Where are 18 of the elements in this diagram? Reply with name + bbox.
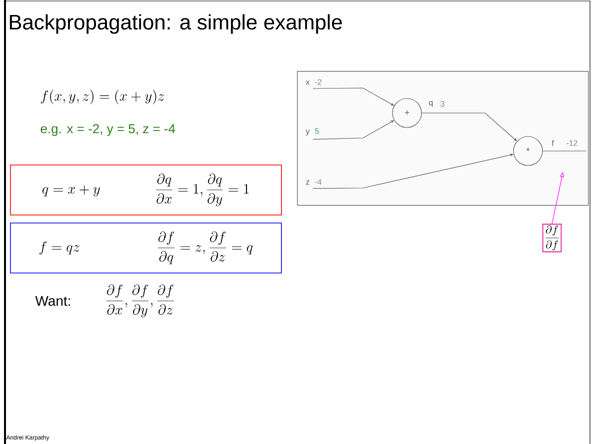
equation-box: $q = x + y$ $\frac{\partial q}{\partial x} = 1, \frac{\partial q}{\partial y} = 1$ bbox=[10, 164, 282, 216]
gradient-box: $\frac{\partial f}{\partial f}$ bbox=[542, 224, 562, 252]
want-label: Want: bbox=[35, 296, 70, 306]
connector-line bbox=[542, 150, 586, 152]
graph-panel bbox=[297, 71, 589, 206]
value-label: -12 bbox=[566, 140, 578, 146]
example-values: e.g. x = -2, y = 5, z = -4 bbox=[40, 124, 176, 136]
input-label: z -4 bbox=[306, 179, 322, 185]
slide-title: Backpropagation: a simple example bbox=[10, 14, 342, 34]
arrow bbox=[552, 172, 564, 224]
equation-box: $f = qz$ $\frac{\partial f}{\partial q} = z, \frac{\partial f}{\partial z} = q$ bbox=[10, 222, 282, 274]
input-label: x -2 bbox=[306, 79, 322, 85]
formula: $f(x,y,z) = (x+y)z$ bbox=[40, 90, 164, 104]
edge-label: q bbox=[428, 100, 434, 108]
edge-label: f bbox=[551, 140, 554, 146]
input-label: y 5 bbox=[306, 128, 319, 136]
formula: $\frac{\partial f}{\partial x}, \frac{\partial f}{\partial y}, \frac{\partial f}{\partial z}$ bbox=[106, 284, 174, 318]
value-label: 3 bbox=[440, 101, 444, 107]
